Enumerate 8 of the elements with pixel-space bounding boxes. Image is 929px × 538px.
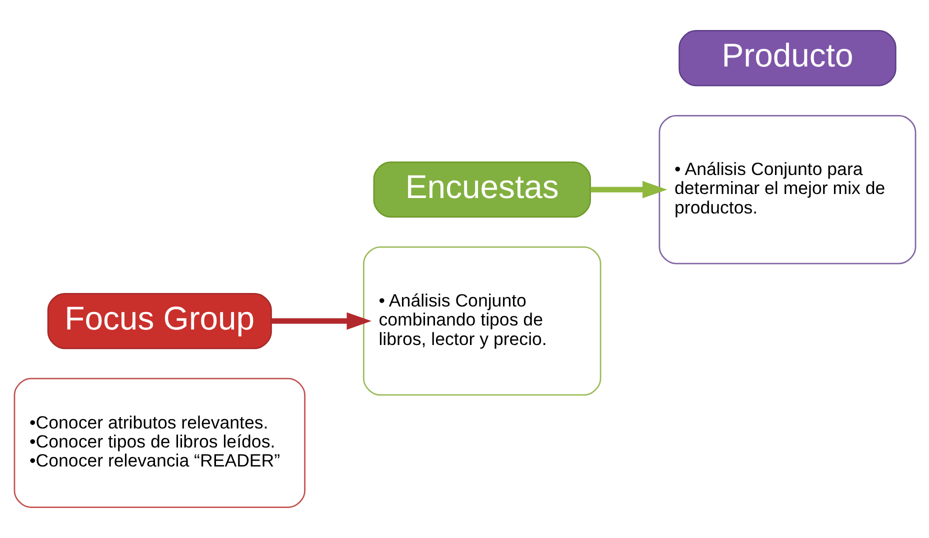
- node-box: Producto: [678, 30, 896, 86]
- node-box: •Conocer atributos relevantes. •Conocer tipos de libros leídos. •Conocer relevancia “READER”: [13, 378, 305, 508]
- node-box: • Análisis Conjunto combinando tipos de libros, lector y precio.: [362, 246, 601, 396]
- node-box: • Análisis Conjunto para determinar el mejor mix de productos.: [658, 114, 916, 264]
- arrow: [270, 312, 371, 330]
- node-box: Encuestas: [372, 162, 590, 218]
- node-box: Focus Group: [46, 292, 272, 350]
- arrow: [590, 180, 667, 198]
